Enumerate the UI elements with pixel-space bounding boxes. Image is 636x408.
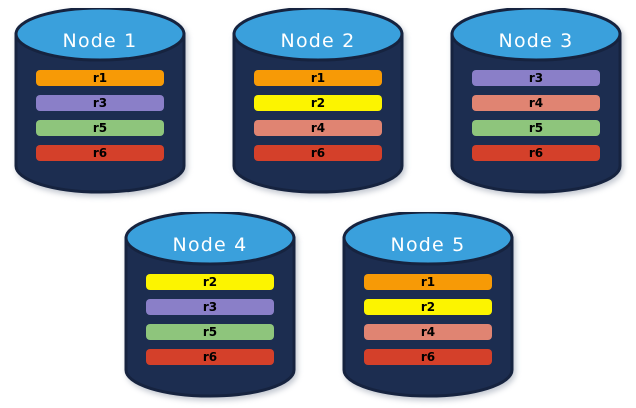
replica-bar[interactable]: r4 bbox=[472, 95, 600, 111]
replica-bar[interactable]: r5 bbox=[146, 324, 274, 340]
replica-stack: r1 r2 r4 r6 bbox=[364, 274, 492, 365]
replica-stack: r1 r2 r4 r6 bbox=[254, 70, 382, 161]
replica-bar[interactable]: r4 bbox=[254, 120, 382, 136]
replica-bar[interactable]: r3 bbox=[472, 70, 600, 86]
replica-bar[interactable]: r5 bbox=[472, 120, 600, 136]
replica-bar[interactable]: r6 bbox=[472, 145, 600, 161]
replica-bar[interactable]: r1 bbox=[36, 70, 164, 86]
replica-stack: r2 r3 r5 r6 bbox=[146, 274, 274, 365]
replica-bar[interactable]: r1 bbox=[254, 70, 382, 86]
cylinder-top-ellipse bbox=[232, 8, 404, 62]
replica-bar[interactable]: r6 bbox=[364, 349, 492, 365]
replica-bar[interactable]: r2 bbox=[146, 274, 274, 290]
replica-stack: r1 r3 r5 r6 bbox=[36, 70, 164, 161]
replica-bar[interactable]: r6 bbox=[36, 145, 164, 161]
cylinder-top-ellipse bbox=[450, 8, 622, 62]
replica-bar[interactable]: r2 bbox=[364, 299, 492, 315]
replica-bar[interactable]: r2 bbox=[254, 95, 382, 111]
replica-bar[interactable]: r6 bbox=[254, 145, 382, 161]
replica-bar[interactable]: r3 bbox=[36, 95, 164, 111]
replica-stack: r3 r4 r5 r6 bbox=[472, 70, 600, 161]
replica-bar[interactable]: r4 bbox=[364, 324, 492, 340]
replica-bar[interactable]: r1 bbox=[364, 274, 492, 290]
replica-bar[interactable]: r6 bbox=[146, 349, 274, 365]
cylinder-top-ellipse bbox=[14, 8, 186, 62]
replica-bar[interactable]: r5 bbox=[36, 120, 164, 136]
cylinder-top-ellipse bbox=[124, 212, 296, 266]
cylinder-top-ellipse bbox=[342, 212, 514, 266]
replica-bar[interactable]: r3 bbox=[146, 299, 274, 315]
